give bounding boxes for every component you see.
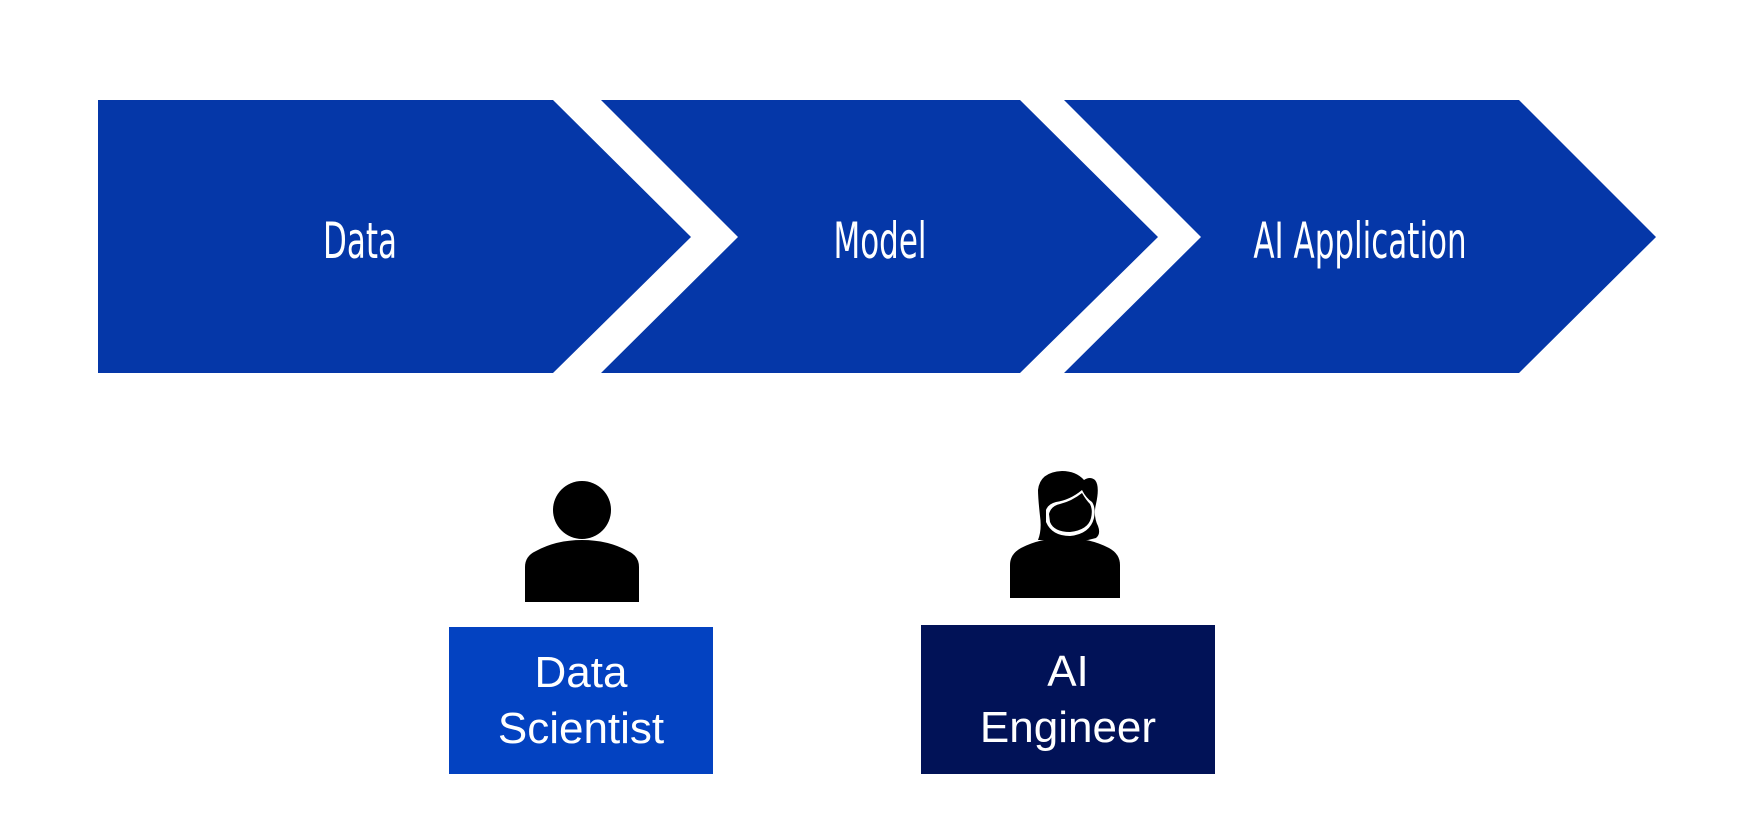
role-data-scientist-line1: Data [534, 647, 628, 697]
role-ai-engineer-line2: Engineer [979, 702, 1157, 752]
flow-step-ai-application-label: AI Application [1253, 211, 1466, 270]
flow-step-data-label: Data [323, 211, 397, 270]
role-data-scientist-line2: Scientist [497, 703, 665, 753]
flow-step-model [601, 100, 1158, 373]
person-male-icon [525, 481, 639, 602]
flow-step-data [98, 100, 691, 373]
flow-step-ai-application [1064, 100, 1656, 373]
role-ai-engineer: AI Engineer [921, 625, 1215, 774]
flow-step-model-label: Model [833, 211, 926, 270]
person-female-icon [1010, 471, 1120, 598]
role-ai-engineer-line1: AI [1047, 646, 1089, 696]
role-data-scientist: Data Scientist [449, 627, 713, 774]
